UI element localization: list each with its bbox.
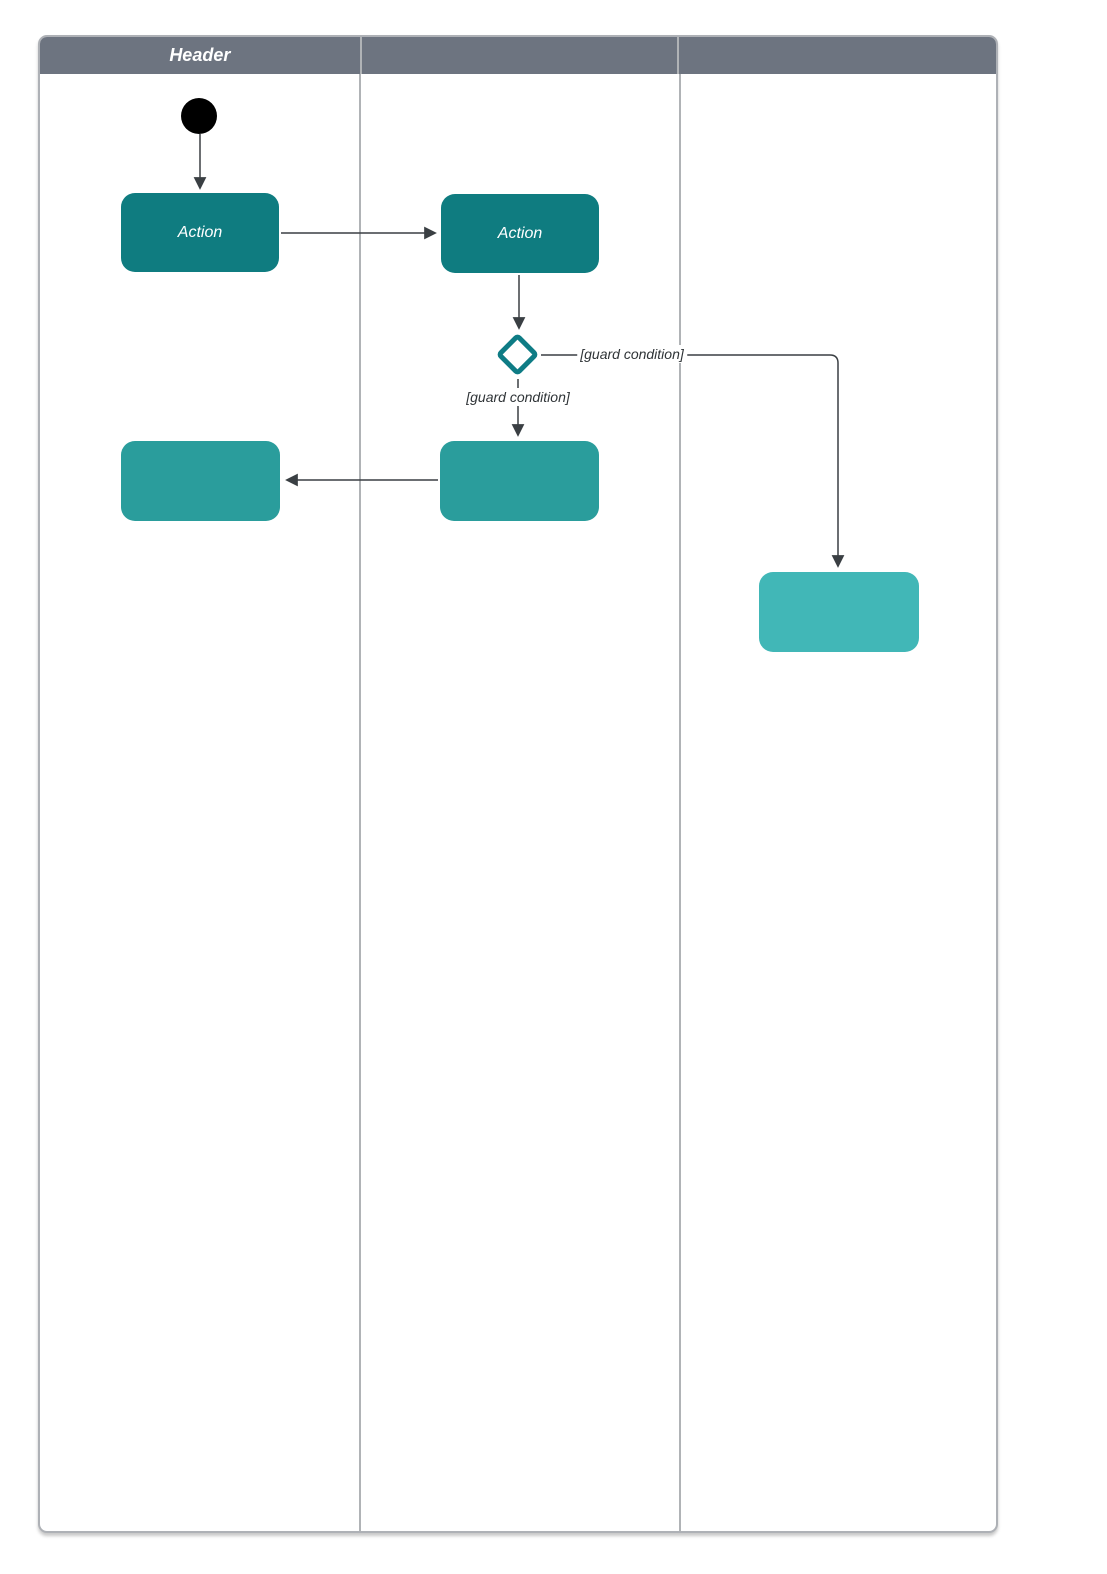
initial-node[interactable] — [181, 98, 217, 134]
swimlane-pool: Header — [38, 35, 998, 1533]
action-node-1-label: Action — [177, 223, 223, 241]
activity-node-middle[interactable] — [440, 441, 599, 521]
lane-divider-1 — [359, 74, 361, 1531]
guard-condition-label-right[interactable]: [guard condition] — [577, 345, 687, 363]
lane-header-1-label: Header — [169, 45, 231, 65]
lane-divider-2 — [679, 74, 681, 1531]
lane-header-2[interactable] — [359, 37, 678, 74]
action-node-1[interactable]: Action — [121, 193, 279, 272]
edge-decision-to-activity-right[interactable] — [541, 354, 845, 568]
activity-node-right[interactable] — [759, 572, 919, 652]
lane-header-3[interactable] — [677, 37, 996, 74]
guard-condition-label-down[interactable]: [guard condition] — [463, 388, 573, 406]
action-node-2-label: Action — [497, 224, 543, 242]
action-node-2[interactable]: Action — [441, 194, 599, 273]
lane-header-1[interactable]: Header — [40, 37, 360, 74]
pool-header: Header — [40, 37, 996, 74]
activity-node-left[interactable] — [121, 441, 280, 521]
